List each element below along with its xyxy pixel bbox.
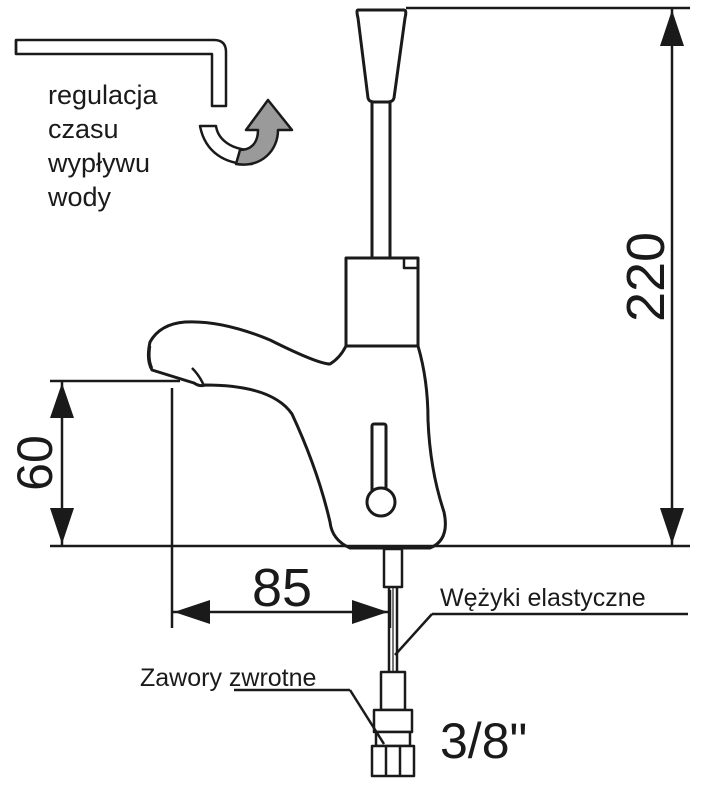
thread-size-label: 3/8" [440, 713, 527, 769]
adjustment-note-line-3: wypływu [47, 148, 150, 178]
collar [344, 256, 420, 350]
push-knob [355, 8, 408, 104]
adjustment-note-line-1: regulacja [48, 80, 159, 110]
allen-key-icon [14, 38, 228, 108]
check-valve [379, 670, 407, 712]
spout-reach-dimension: 85 [252, 558, 312, 618]
push-stem [370, 100, 392, 262]
dimension-arrowheads [50, 10, 684, 624]
check-valves-label: Zawory zwrotne [140, 664, 316, 692]
spout-and-base [146, 320, 447, 550]
faucet-body [146, 8, 447, 550]
spout-height-dimension: 60 [7, 435, 63, 491]
adjustment-note-line-4: wody [47, 182, 112, 212]
hoses-label: Wężyki elastyczne [440, 584, 646, 612]
rotation-arrow-icon [198, 98, 294, 166]
total-height-dimension: 220 [616, 232, 676, 322]
adjustment-note-line-2: czasu [48, 114, 119, 144]
supply-hoses [370, 547, 416, 778]
